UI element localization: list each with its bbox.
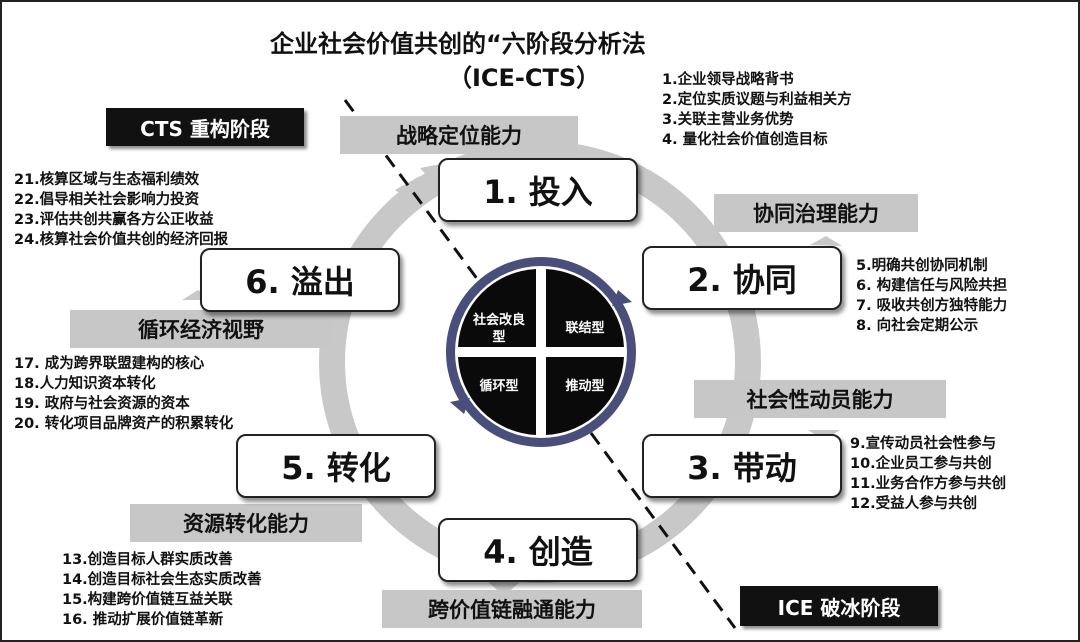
list-item: 9.宣传动员社会性参与 (850, 436, 997, 452)
list-item: 5.明确共创协同机制 (856, 258, 988, 274)
center-arrow-2 (450, 398, 470, 414)
list-item: 16. 推动扩展价值链革新 (62, 612, 224, 628)
list-item: 2.定位实质议题与利益相关方 (662, 92, 852, 108)
list-item: 7. 吸收共创方独特能力 (856, 298, 1008, 314)
list-item: 21.核算区域与生态福利绩效 (14, 172, 200, 188)
phase-5-transform: 5. 转化 (236, 434, 436, 498)
list-input: 1.企业领导战略背书 2.定位实质议题与利益相关方 3.关联主营业务优势 4. … (662, 70, 852, 150)
capability-value-chain: 跨价值链融通能力 (382, 590, 642, 628)
list-item: 17. 成为跨界联盟建构的核心 (14, 356, 205, 372)
list-item: 3.关联主营业务优势 (662, 112, 794, 128)
ring-arrow-bottom (488, 582, 520, 596)
phase-2-synergy: 2. 协同 (642, 246, 842, 310)
list-item: 15.构建跨价值链互益关联 (62, 592, 233, 608)
phase-1-input: 1. 投入 (438, 158, 638, 222)
quadrant-top-left (458, 269, 536, 347)
center-label-drive: 推动型 (565, 379, 605, 394)
list-item: 19. 政府与社会资源的资本 (14, 396, 190, 412)
list-item: 1.企业领导战略背书 (662, 72, 794, 88)
center-ring-inner (455, 266, 627, 438)
list-synergy: 5.明确共创协同机制 6. 构建信任与风险共担 7. 吸收共创方独特能力 8. … (856, 256, 1007, 336)
list-item: 20. 转化项目品牌资产的积累转化 (14, 416, 234, 432)
list-item: 8. 向社会定期公示 (856, 318, 979, 334)
stage-label-ice: ICE 破冰阶段 (740, 586, 938, 626)
center-label-circular: 循环型 (479, 379, 519, 394)
stage-label-cts: CTS 重构阶段 (106, 108, 304, 146)
capability-circular: 循环经济视野 (70, 310, 332, 348)
phase-3-drive: 3. 带动 (642, 434, 842, 498)
phase-6-spillover: 6. 溢出 (200, 248, 400, 312)
list-drive: 9.宣传动员社会性参与 10.企业员工参与共创 11.业务合作方参与共创 12.… (850, 434, 1006, 514)
list-item: 14.创造目标社会生态实质改善 (62, 572, 262, 588)
list-item: 18.人力知识资本转化 (14, 376, 156, 392)
capability-strategy: 战略定位能力 (340, 116, 578, 154)
list-item: 10.企业员工参与共创 (850, 456, 992, 472)
quadrant-top-right (546, 269, 624, 347)
list-spillover: 21.核算区域与生态福利绩效 22.倡导相关社会影响力投资 23.评估共创共赢各… (14, 170, 228, 250)
list-item: 23.评估共创共赢各方公正收益 (14, 212, 214, 228)
list-item: 22.倡导相关社会影响力投资 (14, 192, 200, 208)
list-item: 11.业务合作方参与共创 (850, 476, 1007, 492)
list-item: 24.核算社会价值共创的经济回报 (14, 232, 229, 248)
ring-arrow-right-top (810, 236, 842, 246)
quadrant-bottom-left (458, 357, 536, 435)
capability-resource: 资源转化能力 (130, 504, 362, 542)
diagram-title: 企业社会价值共创的“六阶段分析法 (270, 30, 646, 58)
list-item: 13.创造目标人群实质改善 (62, 552, 233, 568)
phase-4-create: 4. 创造 (438, 518, 638, 582)
capability-mobilization: 社会性动员能力 (694, 380, 946, 418)
list-transform: 17. 成为跨界联盟建构的核心 18.人力知识资本转化 19. 政府与社会资源的… (14, 354, 233, 434)
center-arrow-1 (612, 290, 632, 306)
ring-arrow-top-left (395, 176, 420, 206)
list-create: 13.创造目标人群实质改善 14.创造目标社会生态实质改善 15.构建跨价值链互… (62, 550, 262, 630)
capability-governance: 协同治理能力 (714, 194, 918, 232)
list-item: 12.受益人参与共创 (850, 496, 978, 512)
center-label-reform: 社会改良型 (472, 313, 525, 345)
center-label-link: 联结型 (565, 321, 605, 336)
list-item: 4. 量化社会价值创造目标 (662, 132, 828, 148)
diagram-subtitle: （ICE-CTS） (448, 64, 601, 92)
quadrant-bottom-right (546, 357, 624, 435)
list-item: 6. 构建信任与风险共担 (856, 278, 1008, 294)
